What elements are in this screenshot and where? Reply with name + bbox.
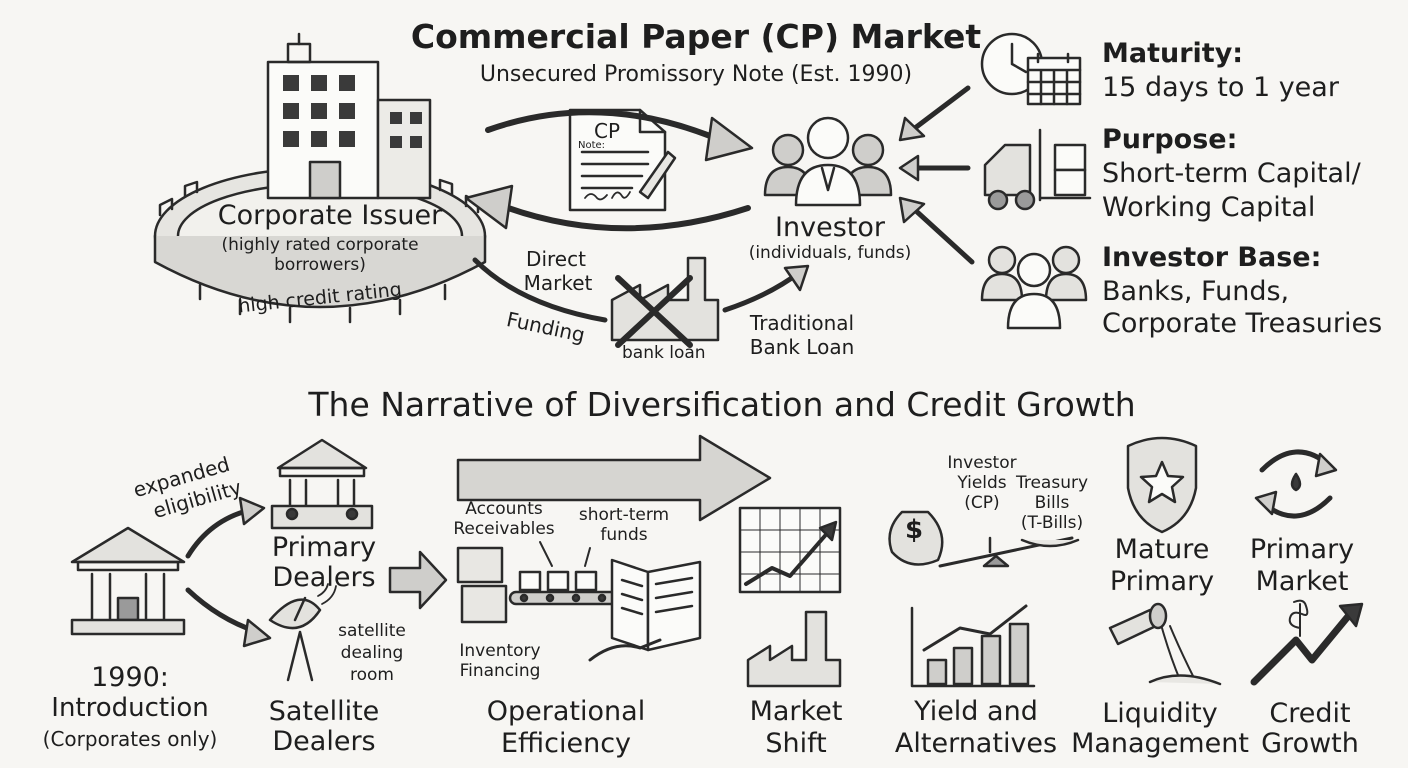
treasury-line1: Treasury [1015,473,1089,493]
investor-note: (individuals, funds) [748,243,912,263]
fact-investor-base-value-line1: Banks, Funds, [1102,276,1290,307]
note-cp-label: CP [594,119,621,143]
credit-line2: Growth [1261,728,1359,759]
inventory-line2: Financing [459,661,541,681]
factory-icon [746,610,842,688]
investor-yields-line1: Investor [947,453,1017,473]
investor-title: Investor [775,212,885,243]
traditional-line2: Bank Loan [749,335,855,359]
inventory-line1: Inventory [459,641,541,661]
direct-market-line1: Direct [526,247,586,271]
market-shift-line2: Shift [765,728,827,759]
liquidity-line2: Management [1071,728,1249,759]
accounts-line2: Receivables [453,519,555,539]
fortress-wall-icon [153,166,487,324]
operational-line2: Efficiency [500,728,632,759]
conveyor-boxes-icon [456,541,622,624]
intro-line3: (Corporates only) [42,727,218,751]
operational-line1: Operational [486,696,646,727]
fact-purpose-label: Purpose: [1102,124,1238,155]
investor-group-icon [763,116,893,207]
cycle-arrows-icon [1254,449,1338,519]
fact-arrows [898,85,975,265]
commercial-paper-note-icon [568,108,677,212]
fact-maturity-value: 15 days to 1 year [1102,72,1339,103]
traditional-line1: Traditional [749,311,855,335]
shield-star-icon [1126,436,1198,534]
primary-dealers-icon [270,438,374,530]
flow-arrows-top [464,109,810,323]
intro-line1: 1990: [91,662,169,693]
yield-line2: Alternatives [894,728,1058,759]
institution-building-icon [70,526,186,636]
satellite-dish-icon [268,583,337,682]
yield-line1: Yield and [914,696,1038,727]
bank-loan-label: bank loan [622,343,706,363]
fact-purpose-value-line1: Short-term Capital/ [1102,158,1361,189]
branch-arrows [185,496,272,648]
satellite-room-line1: satellite [338,621,406,641]
satellite-room-line3: room [350,665,394,685]
narrative-title: The Narrative of Diversification and Cre… [308,385,1136,424]
liquidity-line1: Liquidity [1102,698,1218,729]
primary-dealers-line2: Dealers [272,562,376,593]
shortterm-line1: short-term [578,505,670,525]
issuer-note-line1: (highly rated corporate [221,235,419,255]
direct-market-line2: Market [523,271,593,295]
investor-yields-line2: Yields [957,473,1007,493]
investor-base-icon [980,245,1088,330]
issuer-title: Corporate Issuer [217,200,443,231]
intro-line2: Introduction [51,693,209,723]
narrative-arrow [456,434,772,522]
fact-purpose-value-line2: Working Capital [1102,192,1316,223]
step-arrow [388,550,448,610]
corporate-building-icon [266,32,432,200]
growth-chart-icon [738,506,842,594]
mature-line1: Mature [1114,534,1210,565]
credit-line1: Credit [1269,698,1351,729]
investor-yields-line3: (CP) [964,493,1000,513]
primary-dealers-line1: Primary [271,532,377,563]
satellite-dealers-line2: Dealers [272,726,376,757]
accounts-line1: Accounts [465,499,543,519]
fact-investor-base-label: Investor Base: [1102,242,1322,273]
crossed-bank-loan-icon [610,256,720,348]
market-shift-line1: Market [749,696,843,727]
treasury-line2: Bills [1034,493,1070,513]
page-subtitle: Unsecured Promissory Note (Est. 1990) [479,62,913,87]
fact-maturity-label: Maturity: [1102,38,1244,69]
treasury-line3: (T-Bills) [1020,513,1084,533]
forklift-icon [983,128,1092,211]
dollar-sign-icon: $ [905,515,924,545]
primary-market-line2: Market [1255,566,1349,597]
note-field-label: Note: [578,140,606,151]
ledger-hand-icon [588,558,702,662]
primary-market-line1: Primary [1249,534,1355,565]
liquidity-pipe-icon [1108,602,1222,686]
mature-line2: Primary [1109,566,1215,597]
page-title: Commercial Paper (CP) Market [410,17,982,56]
credit-growth-arrow-icon [1250,599,1364,686]
clock-calendar-icon [980,32,1082,106]
satellite-room-line2: dealing [340,643,404,663]
issuer-note-line2: borrowers) [274,255,366,275]
fact-investor-base-value-line2: Corporate Treasuries [1102,308,1383,339]
yield-bar-chart-icon [910,604,1036,688]
satellite-dealers-line1: Satellite [268,696,380,727]
shortterm-line2: funds [600,525,648,545]
balance-scale-icon [888,510,1080,568]
